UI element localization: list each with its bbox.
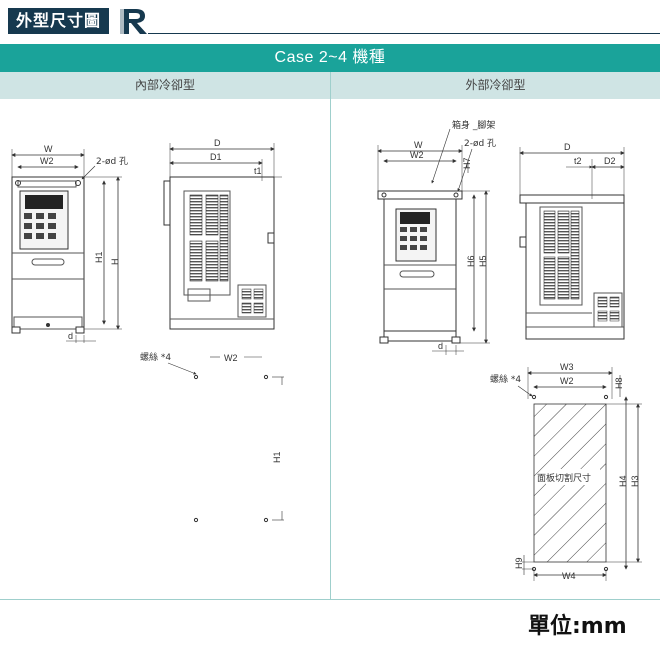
- svg-text:H4: H4: [618, 475, 628, 487]
- svg-text:面板切割尺寸: 面板切割尺寸: [537, 472, 591, 484]
- right-front-view: [377, 190, 463, 344]
- svg-text:螺絲 *4: 螺絲 *4: [490, 373, 521, 385]
- left-mounting-diagram: 螺絲 *4 W2 H1: [140, 351, 284, 523]
- svg-text:W2: W2: [40, 156, 54, 166]
- page-title: 外型尺寸圖: [8, 8, 110, 34]
- svg-text:H8: H8: [614, 377, 624, 389]
- dimension-drawings: W W2 2-ød 孔 H1 H d D: [11, 119, 642, 581]
- page-header: 外型尺寸圖: [0, 0, 660, 44]
- svg-text:D1: D1: [210, 152, 222, 162]
- svg-text:H: H: [110, 259, 120, 266]
- panel-divider: [330, 72, 331, 600]
- svg-text:t2: t2: [574, 156, 582, 166]
- case-title-band: Case 2~4 機種: [0, 44, 660, 72]
- svg-text:2-ød 孔: 2-ød 孔: [464, 138, 496, 149]
- svg-text:2-ød 孔: 2-ød 孔: [96, 156, 128, 167]
- svg-text:H6: H6: [466, 255, 476, 267]
- panel-cutout-diagram: 面板切割尺寸 螺絲 *4 W3 W2 H8 H4 H3 H9 W4: [490, 362, 642, 581]
- svg-text:H5: H5: [478, 255, 488, 267]
- right-front-dimensions: 箱身 _腳架 W W2 2-ød 孔 H7 H6 H5 d: [377, 119, 496, 355]
- header-rule: [148, 33, 660, 34]
- svg-text:H1: H1: [272, 451, 282, 463]
- svg-text:W2: W2: [224, 353, 238, 363]
- svg-text:W4: W4: [562, 571, 576, 581]
- svg-text:W2: W2: [410, 150, 424, 160]
- svg-text:H3: H3: [630, 475, 640, 487]
- units-label: 單位:mm: [528, 614, 627, 639]
- svg-text:螺絲 *4: 螺絲 *4: [140, 351, 171, 363]
- brand-logo-icon: [120, 9, 147, 34]
- left-side-dimensions: D D1 t1: [169, 138, 282, 181]
- svg-text:W: W: [414, 140, 423, 150]
- svg-text:W: W: [44, 144, 53, 154]
- svg-text:箱身 _腳架: 箱身 _腳架: [452, 119, 495, 131]
- right-side-view: [519, 194, 625, 340]
- svg-text:H9: H9: [514, 557, 524, 569]
- left-front-view: [11, 176, 85, 334]
- svg-text:t1: t1: [254, 166, 262, 176]
- svg-text:D: D: [564, 142, 571, 152]
- svg-text:D: D: [214, 138, 221, 148]
- bottom-rule: [0, 599, 660, 600]
- left-side-view: [163, 176, 275, 330]
- svg-text:W3: W3: [560, 362, 574, 372]
- left-front-dimensions: W W2 2-ød 孔 H1 H d: [11, 144, 128, 343]
- svg-text:H7: H7: [462, 157, 472, 169]
- svg-text:d: d: [438, 341, 443, 351]
- svg-text:W2: W2: [560, 376, 574, 386]
- right-side-dimensions: D t2 D2: [519, 142, 625, 199]
- svg-text:D2: D2: [604, 156, 616, 166]
- svg-text:H1: H1: [94, 251, 104, 263]
- external-cooling-heading: 外部冷卻型: [331, 72, 660, 99]
- svg-text:d: d: [68, 331, 73, 341]
- internal-cooling-heading: 內部冷卻型: [0, 72, 330, 99]
